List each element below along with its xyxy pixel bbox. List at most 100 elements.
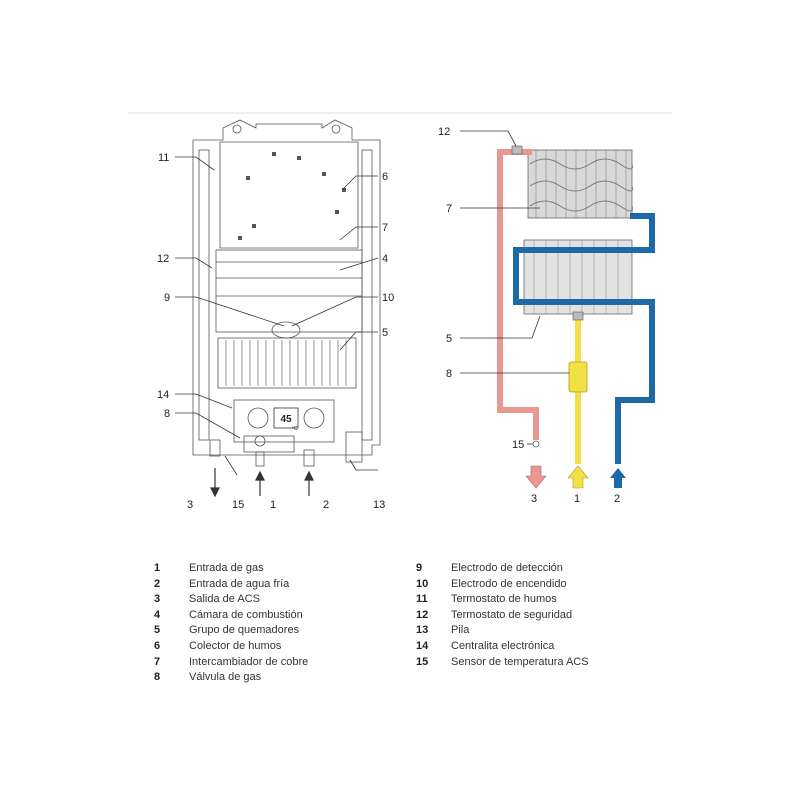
legend-item: 8 Válvula de gas	[154, 671, 394, 687]
legend-label: Electrodo de detección	[451, 562, 563, 574]
legend-label: Termostato de humos	[451, 593, 557, 606]
gas-valve-body	[243, 435, 295, 453]
legend-label: Pila	[451, 624, 470, 637]
schematic-callout-12: 12	[438, 126, 450, 138]
legend-label: Salida de ACS	[189, 593, 260, 606]
callout-4: 4	[382, 253, 388, 265]
control-knob-right	[303, 407, 325, 429]
display-unit: ºC	[292, 426, 298, 432]
legend-item: 1 Entrada de gas	[154, 562, 394, 578]
callout-1: 1	[270, 499, 276, 511]
hanging-hole-right	[331, 124, 341, 134]
legend-item: 9 Electrodo de detección	[416, 562, 656, 578]
legend-item: 2 Entrada de agua fría	[154, 578, 394, 594]
flue-collector	[219, 141, 359, 249]
safety-thermostat	[511, 145, 523, 155]
hot-water-pipe	[497, 149, 539, 440]
flow-arrows-front	[210, 468, 314, 498]
legend-label: Entrada de agua fría	[189, 577, 290, 590]
legend-item: 11 Termostato de humos	[416, 593, 656, 609]
control-knob-left	[247, 407, 269, 429]
callout-14: 14	[157, 389, 169, 401]
legend-label: Colector de humos	[189, 639, 282, 652]
callout-9: 9	[164, 292, 170, 304]
legend-number: 13	[416, 624, 429, 637]
legend-number: 5	[154, 624, 161, 637]
temperature-display	[273, 407, 299, 429]
legend-label: Centralita electrónica	[451, 639, 555, 652]
burner-group	[217, 337, 357, 389]
callout-13: 13	[373, 499, 385, 511]
legend-number: 1	[154, 562, 161, 574]
legend-label: Sensor de temperatura ACS	[451, 655, 589, 668]
arrow-gas-in	[567, 465, 589, 489]
callout-3: 3	[187, 499, 193, 511]
legend-item: 10 Electrodo de encendido	[416, 578, 656, 594]
legend-number: 10	[416, 577, 429, 590]
legend-number: 14	[416, 639, 429, 652]
legend-number: 3	[154, 593, 161, 606]
legend-item: 3 Salida de ACS	[154, 593, 394, 609]
schematic-callout-8: 8	[446, 368, 452, 380]
schematic-callout-5: 5	[446, 333, 452, 345]
schematic-callout-15: 15	[512, 439, 524, 451]
display-value: 45	[280, 414, 292, 425]
legend-item: 7 Intercambiador de cobre	[154, 656, 394, 672]
legend-number: 4	[154, 608, 161, 621]
legend-number: 11	[416, 593, 428, 606]
combustion-chamber	[215, 249, 363, 333]
legend-item: 4 Cámara de combustión	[154, 609, 394, 625]
callout-10: 10	[382, 292, 394, 304]
legend-number: 12	[416, 608, 429, 621]
burner-blades	[225, 340, 347, 386]
callout-5: 5	[382, 327, 388, 339]
arrow-cold-in	[610, 468, 626, 488]
legend-column-right: 9 Electrodo de detección 10 Electrodo de en…	[416, 562, 656, 671]
heater-back-plate	[192, 119, 381, 456]
callout-8: 8	[164, 408, 170, 420]
acs-temp-sensor	[532, 440, 540, 448]
legend-column-left: 1 Entrada de gas 2 Entrada de agua fría 3 Sal…	[154, 562, 394, 687]
schematic-leader-lines	[460, 130, 569, 445]
callout-2: 2	[323, 499, 329, 511]
front-leader-lines	[175, 156, 379, 476]
right-rail	[361, 149, 373, 441]
cold-water-pipe	[513, 213, 655, 464]
legend-item: 13 Pila	[416, 624, 656, 640]
hanging-hole-left	[232, 124, 242, 134]
battery-box	[345, 431, 363, 463]
schematic-callout-7: 7	[446, 203, 452, 215]
callout-12: 12	[157, 253, 169, 265]
legend-number: 2	[154, 577, 161, 590]
inlet-fitting-2	[303, 449, 315, 467]
legend-item: 6 Colector de humos	[154, 640, 394, 656]
legend-label: Cámara de combustión	[189, 608, 303, 621]
gas-valve-symbol	[568, 361, 588, 393]
exchanger-tubes	[529, 158, 633, 212]
legend-number: 6	[154, 639, 161, 652]
collector-rivets	[238, 152, 346, 240]
control-unit	[233, 399, 335, 443]
legend-item: 14 Centralita electrónica	[416, 640, 656, 656]
legend-label: Intercambiador de cobre	[189, 655, 309, 668]
legend-label: Electrodo de encendido	[451, 577, 567, 590]
heater-front-view: 45 ºC 11 6	[157, 119, 394, 511]
left-rail	[198, 149, 210, 441]
legend-label: Entrada de gas	[189, 562, 264, 574]
legend-number: 9	[416, 562, 423, 574]
schematic-callout-3: 3	[531, 493, 537, 505]
callout-15: 15	[232, 499, 244, 511]
legend-number: 8	[154, 671, 161, 684]
schematic-callout-2: 2	[614, 493, 620, 505]
legend-label: Válvula de gas	[189, 671, 262, 684]
legend-number: 7	[154, 655, 161, 668]
gas-valve-port	[254, 435, 266, 447]
arrow-hot-out	[525, 465, 547, 489]
inlet-fitting-1	[255, 451, 265, 467]
gas-nozzle	[572, 311, 584, 321]
callout-11: 11	[158, 152, 169, 164]
schematic-flow-arrows	[525, 465, 626, 489]
